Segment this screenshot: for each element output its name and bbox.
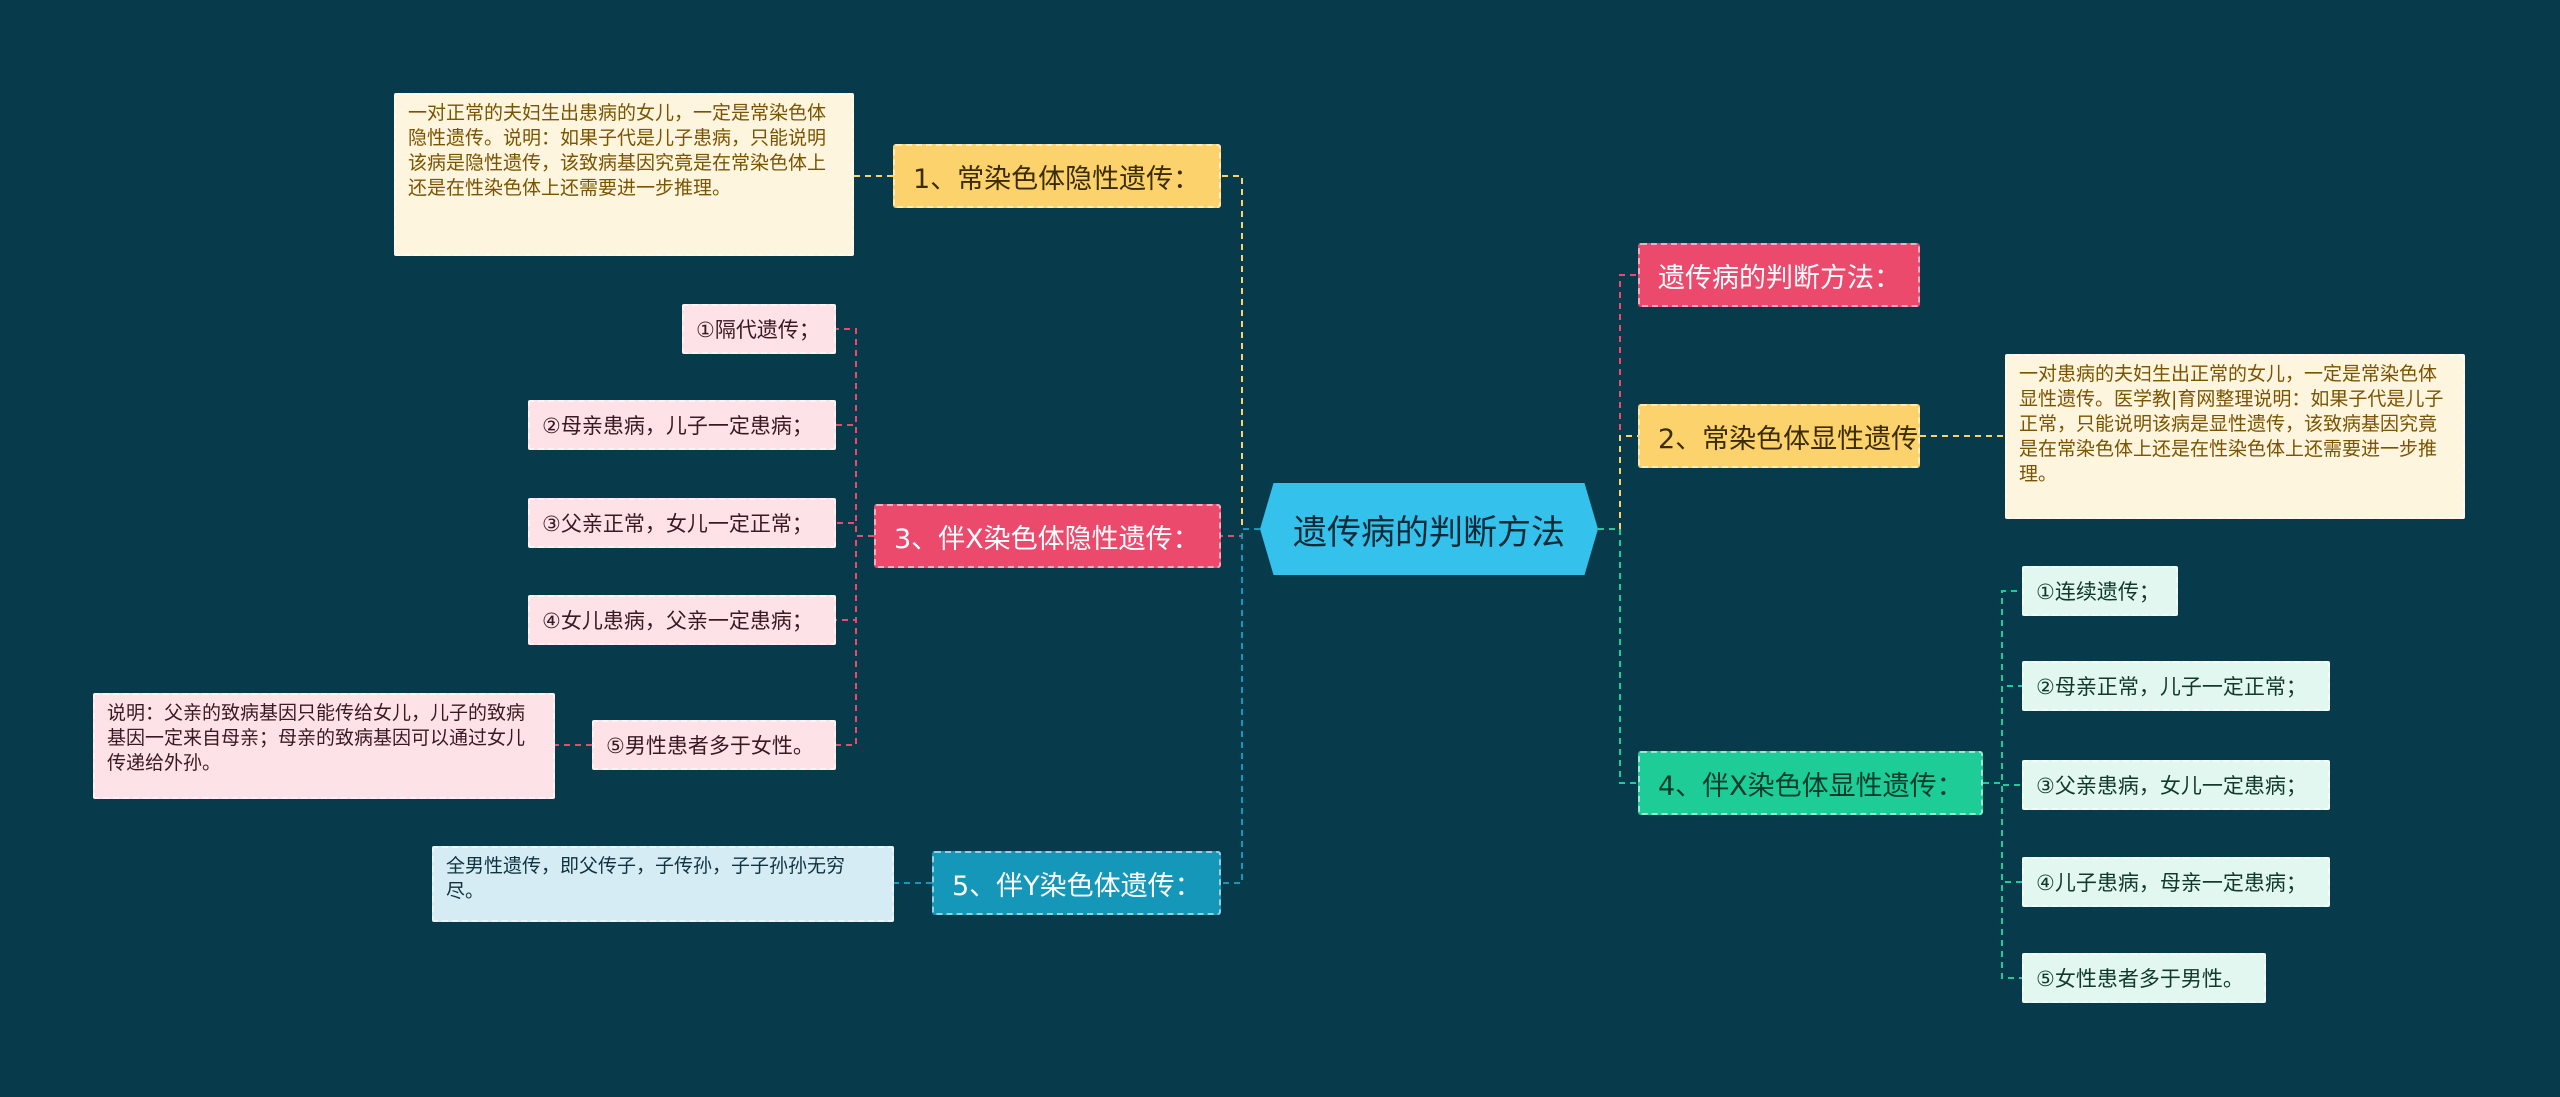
x-dominant-item-1[interactable]: ①连续遗传；	[2022, 566, 2178, 616]
branch-label: 3、伴X染色体隐性遗传：	[894, 523, 1200, 555]
x-dominant-item-2[interactable]: ②母亲正常，儿子一定正常；	[2022, 661, 2330, 711]
branch-x-recessive[interactable]: 3、伴X染色体隐性遗传：	[874, 504, 1221, 568]
note-y-linked: 全男性遗传，即父传子，子传孙，子子孙孙无穷尽。	[432, 846, 894, 922]
link-center-branch1	[1221, 175, 1260, 530]
link-branch4-item5	[1983, 782, 2022, 979]
x-recessive-item-1[interactable]: ①隔代遗传；	[682, 304, 836, 354]
link-center-branch2	[1598, 435, 1638, 530]
note-x-recessive-item-5: 说明：父亲的致病基因只能传给女儿，儿子的致病基因一定来自母亲；母亲的致病基因可以…	[93, 693, 555, 799]
note-autosomal-recessive: 一对正常的夫妇生出患病的女儿，一定是常染色体隐性遗传。说明：如果子代是儿子患病，…	[394, 93, 854, 256]
x-dominant-item-3[interactable]: ③父亲患病，女儿一定患病；	[2022, 760, 2330, 810]
link-center-branch3	[1221, 528, 1260, 537]
x-recessive-item-4[interactable]: ④女儿患病，父亲一定患病；	[528, 595, 836, 645]
link-branch4-item2	[1983, 685, 2022, 784]
link-center-branch5	[1221, 528, 1260, 884]
link-branch3-item3	[836, 522, 874, 537]
branch-autosomal-dominant[interactable]: 2、常染色体显性遗传：	[1638, 404, 1920, 468]
note-autosomal-dominant: 一对患病的夫妇生出正常的女儿，一定是常染色体显性遗传。医学教|育网整理说明：如果…	[2005, 354, 2465, 519]
x-dominant-item-4[interactable]: ④儿子患病，母亲一定患病；	[2022, 857, 2330, 907]
link-center-r0	[1598, 274, 1638, 530]
x-recessive-item-2[interactable]: ②母亲患病，儿子一定患病；	[528, 400, 836, 450]
branch-autosomal-recessive[interactable]: 1、常染色体隐性遗传：	[893, 144, 1221, 208]
center-topic[interactable]: 遗传病的判断方法	[1260, 483, 1598, 575]
branch-y-linked[interactable]: 5、伴Y染色体遗传：	[932, 851, 1221, 915]
center-topic-label: 遗传病的判断方法	[1293, 512, 1565, 553]
branch-x-dominant[interactable]: 4、伴X染色体显性遗传：	[1638, 751, 1983, 815]
x-recessive-item-3[interactable]: ③父亲正常，女儿一定正常；	[528, 498, 836, 548]
branch-judgment-methods[interactable]: 遗传病的判断方法：	[1638, 243, 1920, 307]
branch-label: 4、伴X染色体显性遗传：	[1658, 770, 1964, 802]
link-branch3-item5	[836, 535, 874, 746]
branch-label: 5、伴Y染色体遗传：	[952, 870, 1202, 902]
link-center-branch4	[1598, 528, 1638, 784]
x-dominant-item-5[interactable]: ⑤女性患者多于男性。	[2022, 953, 2266, 1003]
branch-label: 1、常染色体隐性遗传：	[913, 163, 1201, 195]
branch-label: 遗传病的判断方法：	[1658, 262, 1901, 294]
x-recessive-item-5[interactable]: ⑤男性患者多于女性。	[592, 720, 836, 770]
branch-label: 2、常染色体显性遗传：	[1658, 423, 1920, 455]
link-branch3-item2	[836, 424, 874, 537]
